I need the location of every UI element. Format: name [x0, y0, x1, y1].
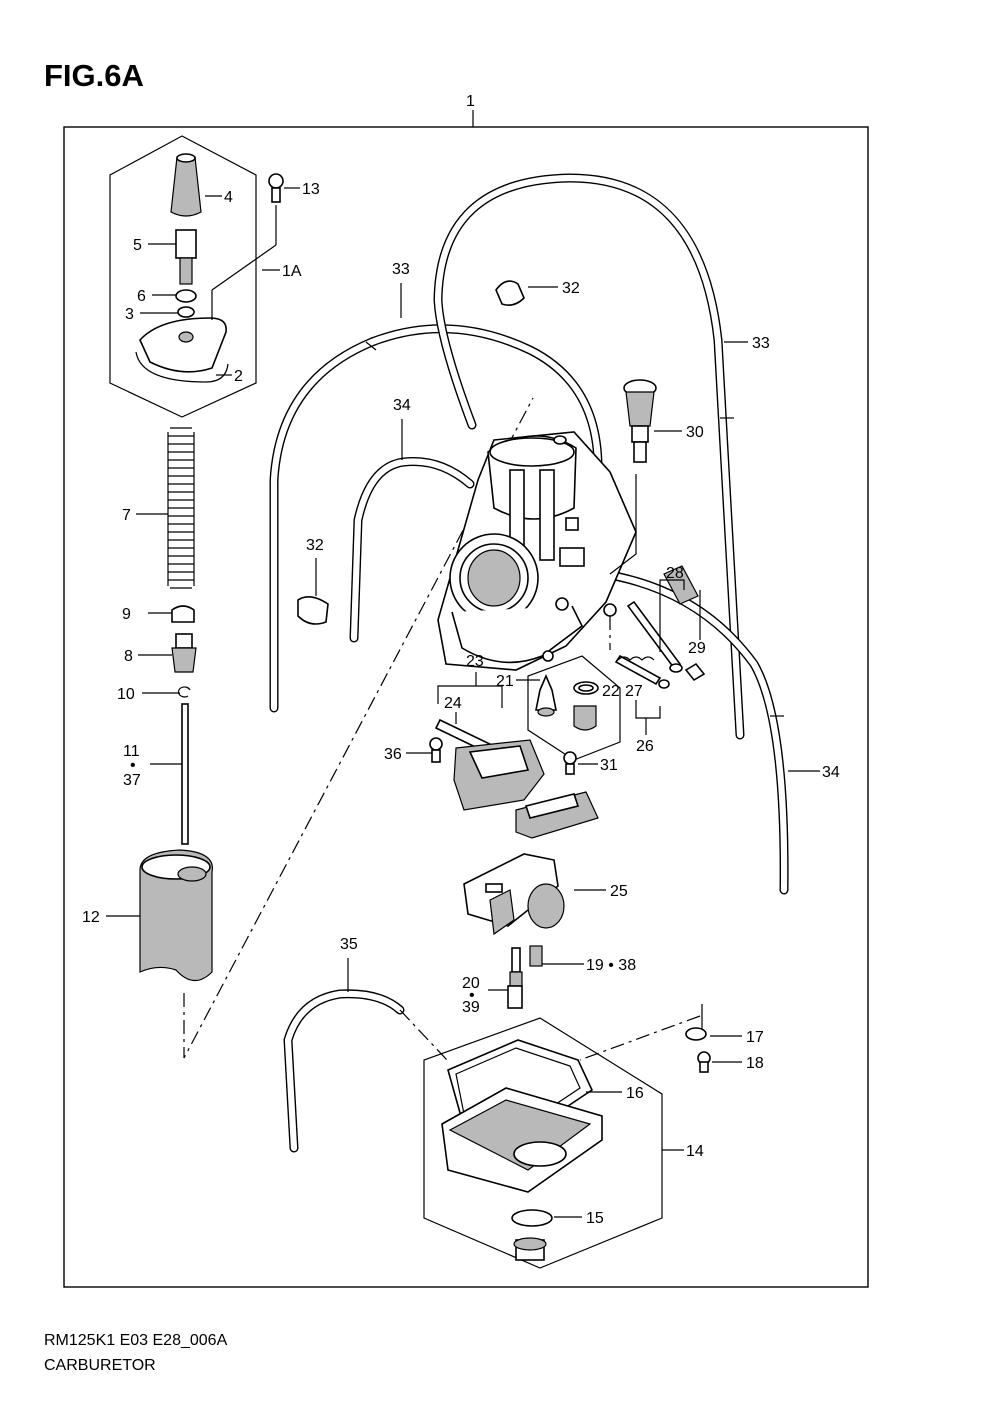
throttle-cap-group: [109, 135, 284, 418]
callout-27: 27: [625, 683, 643, 700]
callout-29: 29: [688, 640, 706, 657]
part-31: 31: [515, 751, 618, 839]
callout-20: 20: [462, 975, 480, 992]
jets-19-20: 20 • 39 19 • 38: [462, 945, 636, 1016]
clip-32-left: 32: [297, 537, 329, 625]
callout-12: 12: [82, 909, 100, 926]
float-chamber-group: 16 14 15: [423, 1017, 704, 1269]
callout-9: 9: [122, 606, 131, 623]
callout-22: 22: [602, 683, 620, 700]
clip-32-top: 32: [495, 280, 580, 306]
callout-5: 5: [133, 237, 142, 254]
callout-16: 16: [626, 1085, 644, 1102]
callout-15: 15: [586, 1210, 604, 1227]
float-part-25: 25: [463, 853, 628, 936]
callout-11-dot: •: [130, 757, 136, 774]
callout-36: 36: [384, 746, 402, 763]
figure-name: CARBURETOR: [44, 1357, 156, 1374]
parts-23-24-36: 23 24 36: [384, 653, 545, 811]
callout-3: 3: [125, 306, 134, 323]
callout-39: 39: [462, 999, 480, 1016]
callout-34-upper: 34: [393, 397, 411, 414]
callout-35: 35: [340, 936, 358, 953]
callout-37: 37: [123, 772, 141, 789]
screws-26-29: 28 29 27 26: [614, 565, 706, 755]
callout-13: 13: [302, 181, 320, 198]
callout-25: 25: [610, 883, 628, 900]
callout-26: 26: [636, 738, 654, 755]
needle-group: 9 8 10 11 • 37: [117, 605, 197, 845]
callout-31: 31: [600, 757, 618, 774]
assembly-frame: [63, 126, 869, 1288]
callout-33-left: 33: [392, 261, 410, 278]
callout-21: 21: [496, 673, 514, 690]
callout-32-left: 32: [306, 537, 324, 554]
hose-33-right: 33: [433, 173, 770, 740]
callout-33-right: 33: [752, 335, 770, 352]
callout-1a: 1A: [282, 263, 302, 280]
callout-28: 28: [666, 565, 684, 582]
throttle-slide-part-12: 12: [82, 849, 213, 982]
hose-34-right: 34: [599, 569, 840, 895]
callout-7: 7: [122, 507, 131, 524]
part-30: 30: [623, 379, 704, 463]
callout-30: 30: [686, 424, 704, 441]
spring-part-7: 7: [122, 427, 195, 589]
hose-34-upper: 34: [349, 397, 475, 643]
callout-19-38: 19 • 38: [586, 957, 636, 974]
hose-35: 35: [283, 936, 448, 1153]
callout-4: 4: [224, 189, 233, 206]
callout-1: 1: [466, 93, 475, 110]
parts-17-18: 17 18: [579, 1004, 764, 1073]
carburetor-body: [437, 431, 637, 671]
figure-title: FIG.6A: [44, 58, 144, 93]
callout-2: 2: [234, 368, 243, 385]
figure-code: RM125K1 E03 E28_006A: [44, 1332, 228, 1349]
parts-21-22: 21 22: [496, 616, 621, 761]
callout-20-dot: •: [469, 987, 475, 1004]
callout-34-right: 34: [822, 764, 840, 781]
callout-6: 6: [137, 288, 146, 305]
callout-32-top: 32: [562, 280, 580, 297]
callout-11: 11: [123, 743, 140, 760]
callout-23: 23: [466, 653, 484, 670]
callout-14: 14: [686, 1143, 704, 1160]
callout-24: 24: [444, 695, 462, 712]
callouts-left: 4 5 6 3 2 13 1A: [125, 181, 320, 385]
callout-17: 17: [746, 1029, 764, 1046]
callout-10: 10: [117, 686, 135, 703]
callout-18: 18: [746, 1055, 764, 1072]
callout-8: 8: [124, 648, 133, 665]
